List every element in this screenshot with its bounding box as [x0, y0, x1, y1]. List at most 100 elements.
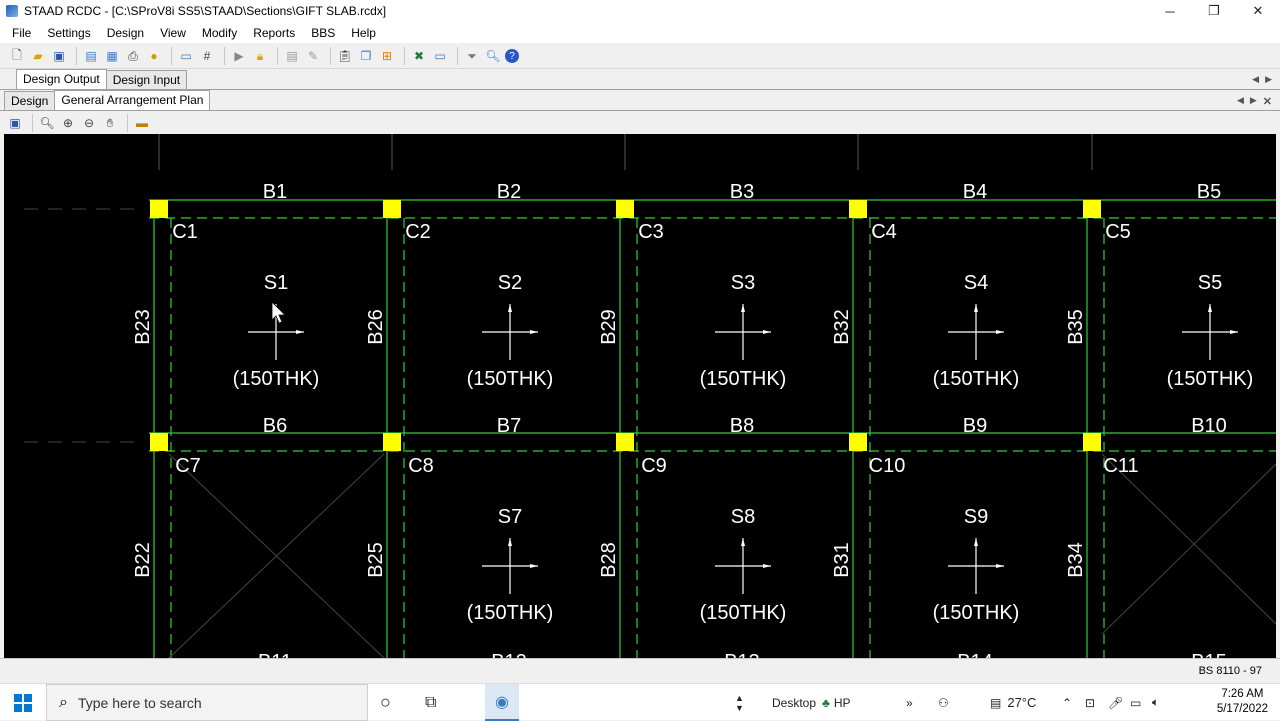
- menu-modify[interactable]: Modify: [201, 25, 238, 40]
- beam-label: B14: [957, 651, 993, 658]
- find-icon[interactable]: 🔍︎: [485, 49, 501, 63]
- menu-settings[interactable]: Settings: [47, 25, 91, 40]
- clipboard-icon[interactable]: 📋︎: [337, 49, 353, 63]
- run-icon[interactable]: ▶: [234, 49, 244, 63]
- slab-label: S9: [964, 506, 988, 528]
- beam-label: B23: [132, 309, 154, 345]
- menu-help[interactable]: Help: [351, 25, 376, 40]
- tab-right-arrow-icon[interactable]: ▶: [1265, 74, 1272, 84]
- menu-bar: File Settings Design View Modify Reports…: [0, 22, 1280, 43]
- arrow-head: [508, 304, 512, 312]
- column-label: C4: [871, 221, 897, 243]
- user-icon[interactable]: ♣HP: [822, 695, 851, 710]
- slab-label: S3: [731, 272, 755, 294]
- taskbar-search[interactable]: ⌕ Type here to search: [46, 684, 368, 721]
- arrow-head: [296, 330, 304, 334]
- tab-design-output[interactable]: Design Output: [16, 69, 107, 89]
- column-marker: [616, 433, 634, 451]
- list-icon[interactable]: ▤: [286, 49, 298, 63]
- column-label: C9: [641, 455, 667, 477]
- restore-button[interactable]: ❐: [1208, 3, 1220, 18]
- copy-icon[interactable]: ❐: [360, 49, 372, 63]
- slab-thickness-label: (150THK): [467, 602, 554, 624]
- tab-design-input[interactable]: Design Input: [105, 70, 188, 89]
- globe-icon[interactable]: ●: [150, 49, 158, 63]
- close-button[interactable]: ✕: [1252, 3, 1264, 18]
- slab-thickness-label: (150THK): [1167, 368, 1254, 390]
- arrow-head: [763, 330, 771, 334]
- grid-icon[interactable]: #: [203, 49, 211, 63]
- beam-label: B26: [365, 309, 387, 345]
- save-view-icon[interactable]: ▣: [9, 116, 21, 130]
- people-icon[interactable]: ⚇: [938, 695, 949, 710]
- help-icon[interactable]: ?: [505, 49, 519, 63]
- beam-label: B12: [491, 651, 527, 658]
- column-label: C10: [869, 455, 906, 477]
- menu-view[interactable]: View: [160, 25, 186, 40]
- column-label: C1: [172, 221, 198, 243]
- view-left-arrow-icon[interactable]: ◀: [1236, 95, 1244, 105]
- clock[interactable]: 7:26 AM 5/17/2022: [1217, 687, 1268, 717]
- menu-reports[interactable]: Reports: [253, 25, 296, 40]
- zoom-in-icon[interactable]: ⊕: [62, 116, 74, 130]
- menu-design[interactable]: Design: [106, 25, 145, 40]
- pan-icon[interactable]: ✋︎: [106, 115, 114, 130]
- excel-icon[interactable]: ✖: [413, 49, 425, 63]
- battery-icon[interactable]: ▭: [1130, 695, 1142, 710]
- arrow-head: [530, 330, 538, 334]
- search-placeholder: Type here to search: [77, 694, 202, 711]
- open-icon[interactable]: ▰: [33, 49, 43, 63]
- import-icon[interactable]: ▤: [85, 49, 97, 63]
- drawing-canvas[interactable]: B1B2B3B4B5B6B7B8B9B10B11B12B13B14B15C1C2…: [4, 134, 1276, 658]
- tab-design[interactable]: Design: [4, 91, 56, 110]
- desktop-label[interactable]: Desktop: [772, 695, 817, 710]
- staad-taskbar-icon[interactable]: ◉: [485, 684, 519, 721]
- menu-file[interactable]: File: [12, 25, 32, 40]
- edit-icon[interactable]: ✎: [307, 49, 319, 63]
- view-close-icon[interactable]: ✕: [1262, 96, 1272, 108]
- task-view-icon[interactable]: ⧉: [425, 693, 437, 711]
- column-marker: [1083, 200, 1101, 218]
- beam-label: B22: [132, 542, 154, 578]
- beam-label: B4: [963, 181, 987, 203]
- zoom-icon[interactable]: 🔍︎: [39, 116, 55, 130]
- window-icon[interactable]: ▭: [434, 49, 446, 63]
- column-label: C3: [638, 221, 664, 243]
- slab-thickness-label: (150THK): [233, 368, 320, 390]
- minimize-button[interactable]: ─: [1165, 3, 1175, 19]
- volume-icon[interactable]: 🔈︎: [1152, 695, 1160, 709]
- beam-label: B7: [497, 415, 521, 437]
- overflow-icon[interactable]: »: [906, 695, 913, 710]
- view-tab-strip: Design General Arrangement Plan ◀ ▶ ✕: [0, 90, 1280, 111]
- taskbar-scroll-icon[interactable]: ▲▼: [735, 692, 744, 713]
- start-button[interactable]: [0, 684, 46, 721]
- beam-label: B13: [724, 651, 760, 658]
- arrow-head: [741, 304, 745, 312]
- column-marker: [1083, 433, 1101, 451]
- monitor-icon[interactable]: ▭: [180, 49, 192, 63]
- cortana-icon[interactable]: ○: [380, 692, 391, 712]
- tab-general-arrangement-plan[interactable]: General Arrangement Plan: [54, 90, 211, 110]
- column-label: C8: [408, 455, 434, 477]
- zoom-out-icon[interactable]: ⊖: [83, 116, 95, 130]
- print-icon[interactable]: ⎙: [128, 48, 138, 63]
- menu-bbs[interactable]: BBS: [311, 25, 336, 40]
- mic-icon[interactable]: 🎤︎: [1108, 695, 1124, 710]
- measure-icon[interactable]: ▬: [136, 116, 148, 130]
- temperature: 27°C: [1007, 695, 1037, 710]
- tab-left-arrow-icon[interactable]: ◀: [1252, 74, 1260, 84]
- filter-icon[interactable]: ⏷: [467, 48, 477, 63]
- weather-icon[interactable]: ▤27°C: [990, 695, 1037, 710]
- table-icon[interactable]: ▦: [106, 49, 118, 63]
- merge-icon[interactable]: ⊞: [381, 49, 393, 63]
- tray-chevron-icon[interactable]: ⌃: [1062, 695, 1073, 710]
- view-right-arrow-icon[interactable]: ▶: [1249, 95, 1257, 105]
- save-icon[interactable]: ▣: [53, 49, 65, 63]
- column-label: C7: [175, 455, 201, 477]
- beam-label: B29: [598, 309, 620, 345]
- column-marker: [849, 433, 867, 451]
- title-bar: STAAD RCDC - [C:\SProV8i SS5\STAAD\Secti…: [0, 0, 1280, 22]
- lock-icon[interactable]: 🔒︎: [256, 48, 264, 63]
- new-icon[interactable]: 🗋: [12, 47, 22, 62]
- network-icon[interactable]: ⊡: [1085, 695, 1096, 710]
